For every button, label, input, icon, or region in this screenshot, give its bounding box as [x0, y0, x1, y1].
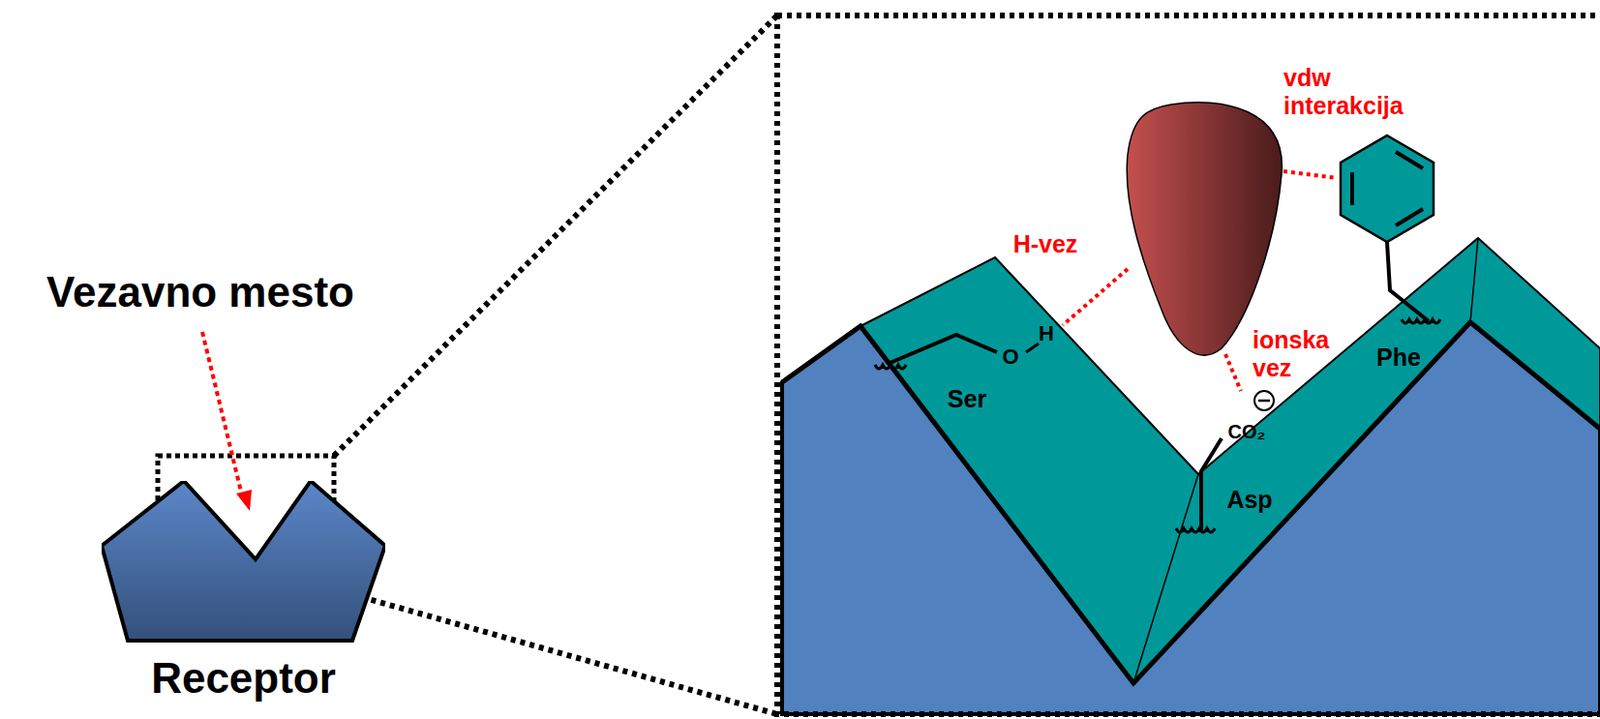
backbone-squiggle — [875, 364, 906, 369]
receptor-outline — [101, 481, 386, 643]
atom-label: O — [1001, 344, 1019, 369]
residue-name: Asp — [1226, 485, 1272, 514]
backbone-squiggle — [1176, 528, 1215, 533]
h-bond-line — [1062, 269, 1128, 326]
arrow-head — [236, 489, 252, 512]
zoom-frame — [777, 15, 1600, 715]
interaction-label: vdw interakcija — [1283, 63, 1453, 121]
phenyl-ring — [1340, 135, 1434, 242]
phenylalanine-chain — [1387, 241, 1429, 322]
ligand — [1126, 102, 1282, 356]
atom-label: H — [1038, 321, 1055, 346]
aspartate-chain — [1201, 438, 1222, 531]
node-heading: Receptor — [150, 654, 336, 703]
ionic-bond-line — [1225, 354, 1241, 392]
backbone-squiggle — [1401, 319, 1441, 324]
interaction-label: ionska vez — [1252, 326, 1346, 383]
pointer-line — [202, 332, 242, 496]
group-label: CO₂ — [1228, 421, 1267, 444]
interaction-label: H-vez — [1013, 230, 1079, 259]
site-label: Vezavno mesto — [46, 268, 355, 318]
serine-chain — [887, 334, 997, 364]
zoom-line — [333, 15, 778, 456]
residue-name: Ser — [947, 385, 987, 414]
zoom-line — [333, 589, 778, 715]
residue-name: Phe — [1376, 343, 1421, 372]
receptor-shape: Receptor — [101, 481, 386, 643]
vdw-line — [1283, 171, 1337, 179]
negative-charge — [1254, 391, 1274, 411]
surface-edge — [782, 322, 1600, 684]
